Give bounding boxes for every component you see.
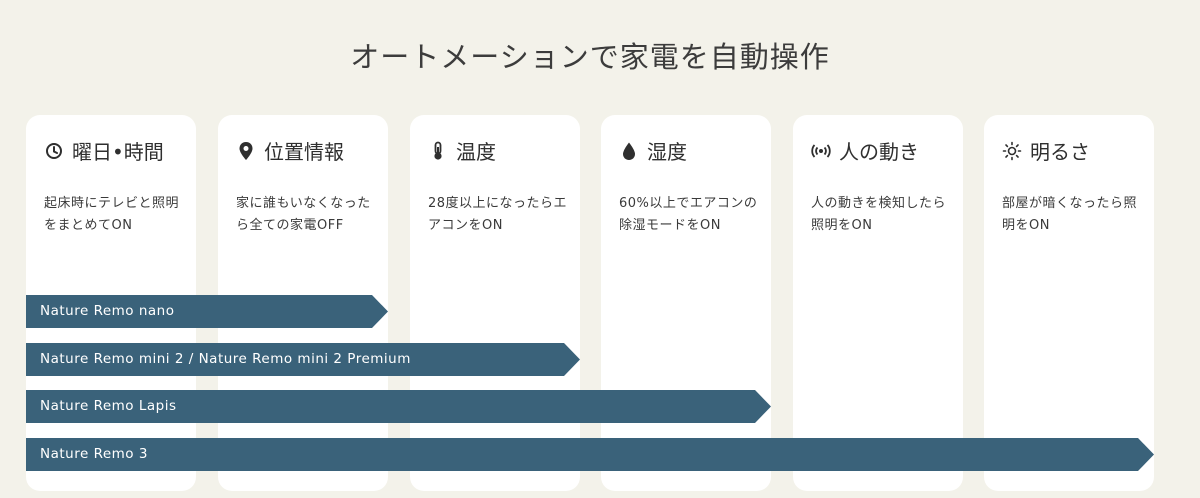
motion-sensor-icon <box>811 141 831 161</box>
product-bar-mini-2[interactable]: Nature Remo mini 2 / Nature Remo mini 2 … <box>26 343 580 376</box>
card-title: 人の動き <box>839 140 919 164</box>
card-title: 温度 <box>456 140 496 164</box>
card-description: 28度以上になったらエアコンをON <box>428 196 568 233</box>
product-bar-lapis[interactable]: Nature Remo Lapis <box>26 390 771 423</box>
card-temperature: 温度 28度以上になったらエアコンをON <box>410 115 580 491</box>
card-title: 明るさ <box>1030 140 1090 164</box>
card-header: 曜日•時間 <box>44 136 164 165</box>
card-header: 湿度 <box>619 136 687 165</box>
card-title: 曜日•時間 <box>72 140 164 164</box>
card-description: 起床時にテレビと照明をまとめてON <box>44 196 180 233</box>
sun-icon <box>1002 141 1022 161</box>
clock-icon <box>44 141 64 161</box>
card-description: 人の動きを検知したら照明をON <box>811 196 947 233</box>
card-title: 湿度 <box>647 140 687 164</box>
water-drop-icon <box>619 141 639 161</box>
card-motion: 人の動き 人の動きを検知したら照明をON <box>793 115 963 491</box>
card-description: 家に誰もいなくなったら全ての家電OFF <box>236 196 371 233</box>
card-header: 位置情報 <box>236 136 344 165</box>
page-title: オートメーションで家電を自動操作 <box>350 40 830 74</box>
product-bar-remo-3[interactable]: Nature Remo 3 <box>26 438 1154 471</box>
card-description: 60%以上でエアコンの除湿モードをON <box>619 196 758 233</box>
card-brightness: 明るさ 部屋が暗くなったら照明をON <box>984 115 1154 491</box>
card-title: 位置情報 <box>264 140 344 164</box>
card-header: 明るさ <box>1002 136 1090 165</box>
card-header: 人の動き <box>811 136 919 165</box>
card-description: 部屋が暗くなったら照明をON <box>1002 196 1138 233</box>
product-bar-nano[interactable]: Nature Remo nano <box>26 295 388 328</box>
location-pin-icon <box>236 141 256 161</box>
thermometer-icon <box>428 141 448 161</box>
card-humidity: 湿度 60%以上でエアコンの除湿モードをON <box>601 115 771 491</box>
card-header: 温度 <box>428 136 496 165</box>
